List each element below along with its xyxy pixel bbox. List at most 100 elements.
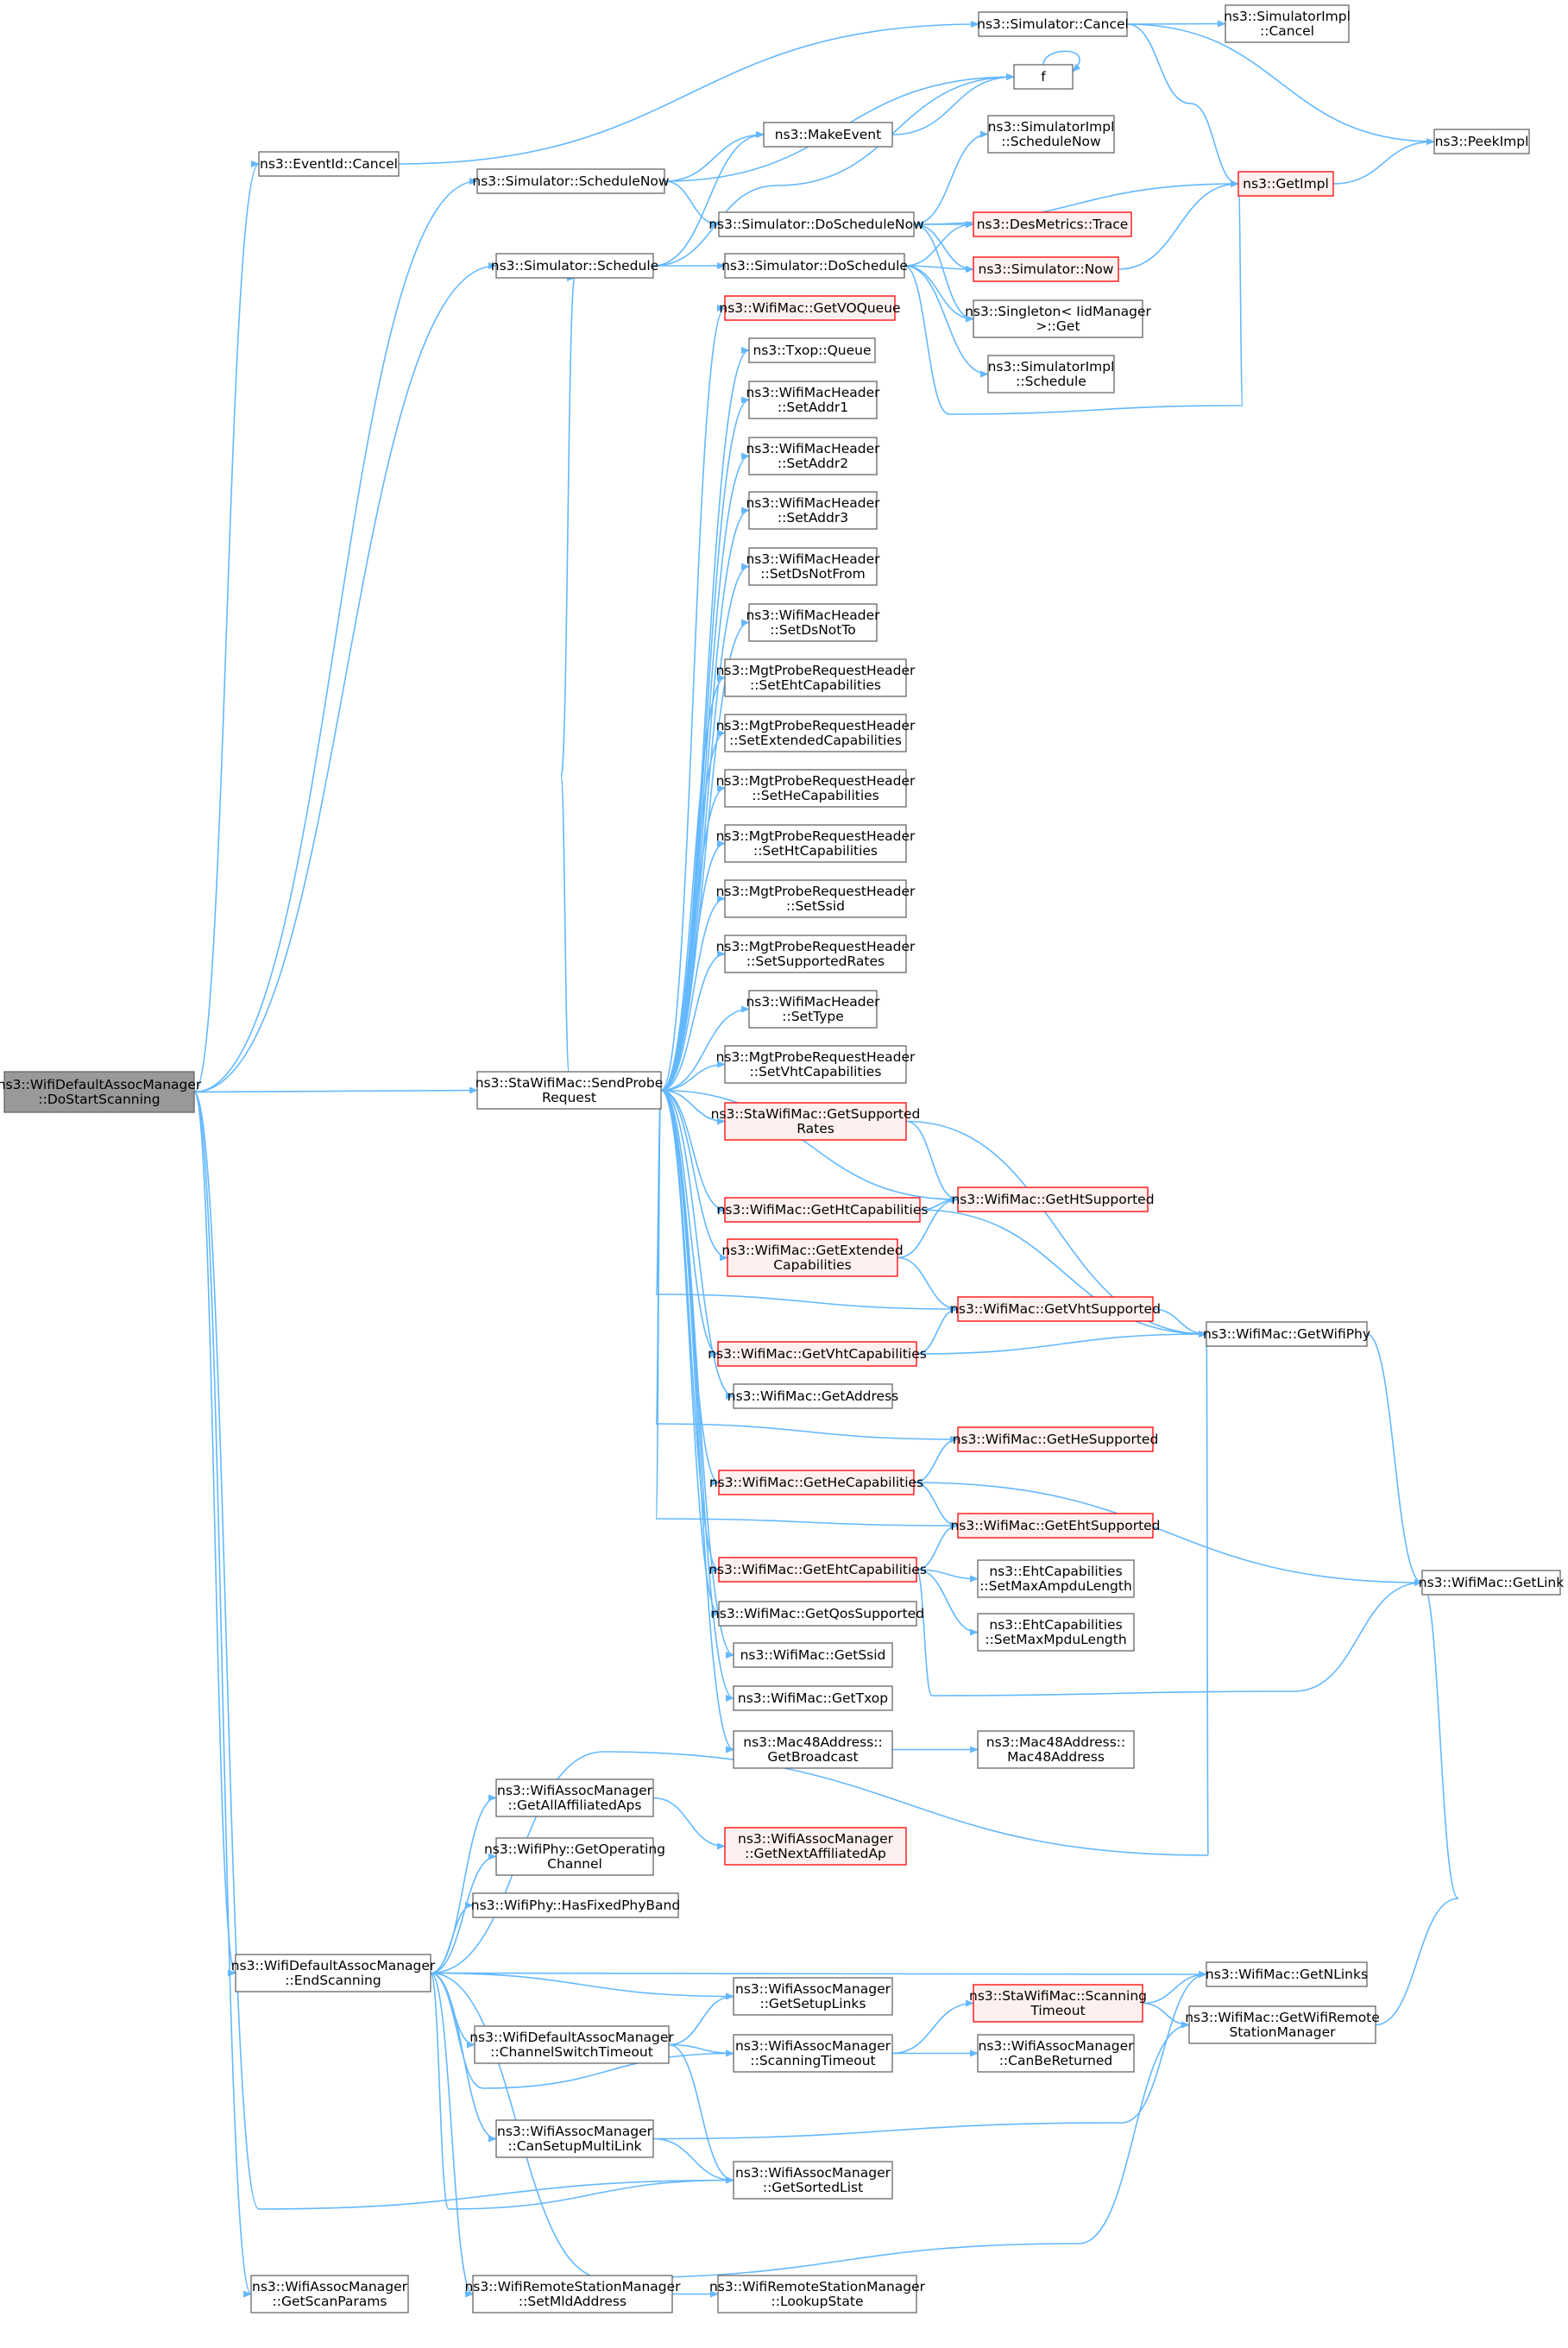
function-node[interactable]: ns3::WifiMac::GetVhtSupported [950,1296,1161,1322]
call-edge-n53-n54 [652,1797,726,1850]
function-node[interactable]: ns3::Txop::Queue [748,337,876,363]
function-node[interactable]: ns3::WifiAssocManager::ScanningTimeout [733,2034,893,2073]
function-node[interactable]: ns3::WifiMac::GetNLinks [1206,1961,1368,1987]
function-node[interactable]: ns3::Mac48Address::Mac48Address [977,1730,1135,1769]
node-box [977,1613,1135,1652]
function-node[interactable]: ns3::Simulator::ScheduleNow [472,168,670,194]
function-node[interactable]: ns3::MgtProbeRequestHeader::SetVhtCapabi… [716,1045,916,1084]
function-node[interactable]: ns3::WifiMac::GetWifiRemoteStationManage… [1185,2005,1380,2044]
function-node[interactable]: ns3::WifiMac::GetTxop [733,1685,893,1711]
function-node[interactable]: ns3::Simulator::DoSchedule [721,253,908,279]
function-node[interactable]: ns3::MakeEvent [763,122,893,148]
call-edge-n57-n58 [430,1970,1207,1978]
function-node[interactable]: ns3::WifiAssocManager::GetSortedList [733,2161,893,2200]
node-label: ns3::WifiMac::GetVhtSupported [950,1301,1161,1317]
function-node[interactable]: ns3::SimulatorImpl::Schedule [987,355,1115,393]
function-node[interactable]: ns3::WifiMac::GetQosSupported [711,1601,924,1627]
function-node[interactable]: ns3::GetImpl [1237,171,1334,197]
function-node[interactable]: ns3::EhtCapabilities::SetMaxAmpduLength [977,1559,1135,1598]
function-node[interactable]: ns3::MgtProbeRequestHeader::SetHeCapabil… [716,769,916,808]
node-label: ns3::WifiMac::GetEhtSupported [950,1518,1160,1533]
function-node[interactable]: ns3::Simulator::Now [973,256,1119,282]
function-node[interactable]: ns3::EhtCapabilities::SetMaxMpduLength [977,1613,1135,1652]
node-label: ns3::WifiDefaultAssocManager [231,1958,436,1973]
node-box [957,1426,1154,1452]
function-node[interactable]: ns3::WifiMacHeader::SetAddr3 [746,491,880,530]
function-node[interactable]: ns3::Singleton< IidManager >::Get [965,299,1152,338]
node-label: ns3::StaWifiMac::Scanning [969,1988,1147,2004]
function-node[interactable]: ns3::WifiAssocManager::GetScanParams [250,2275,409,2313]
node-box [733,2161,893,2200]
node-box [724,295,896,321]
function-node[interactable]: ns3::MgtProbeRequestHeader::SetHtCapabil… [716,824,916,863]
call-edge-n35-n38 [919,1209,1207,1338]
node-box [748,491,878,530]
function-node[interactable]: ns3::DesMetrics::Trace [973,211,1132,237]
function-node[interactable]: ns3::WifiAssocManager::CanBeReturned [977,2034,1135,2073]
function-node[interactable]: ns3::WifiMac::GetEhtSupported [950,1513,1161,1539]
node-label: ns3::MgtProbeRequestHeader [716,939,916,954]
function-node[interactable]: ns3::EventId::Cancel [258,151,400,177]
function-node[interactable]: ns3::WifiRemoteStationManager::LookupSta… [709,2275,926,2313]
function-node[interactable]: ns3::WifiMac::GetHtSupported [951,1187,1155,1212]
function-node[interactable]: ns3::SimulatorImpl::ScheduleNow [987,115,1115,154]
node-label: ns3::MgtProbeRequestHeader [716,884,916,899]
call-edge-n59-n61 [1142,2002,1190,2029]
function-node[interactable]: ns3::StaWifiMac::ScanningTimeout [969,1984,1147,2023]
node-label: ::SetMaxMpduLength [985,1632,1126,1647]
node-label: ns3::Simulator::DoScheduleNow [708,217,924,232]
node-label: ns3::MgtProbeRequestHeader [716,773,916,789]
function-node[interactable]: ns3::WifiMac::GetHtCapabilities [717,1197,929,1223]
call-edge-n57-n68 [430,1972,474,2298]
node-label: ::ScheduleNow [1001,134,1101,149]
function-node[interactable]: ns3::WifiPhy::HasFixedPhyBand [471,1892,680,1918]
function-node[interactable]: ns3::WifiMac::GetSsid [733,1642,893,1668]
function-node[interactable]: ns3::WifiMacHeader::SetDsNotFrom [746,547,880,586]
node-box [977,1730,1135,1769]
function-node[interactable]: ns3::WifiMac::GetAddress [727,1383,898,1409]
function-node[interactable]: ns3::WifiMacHeader::SetDsNotTo [746,603,880,642]
function-node[interactable]: f [1013,64,1074,90]
function-node[interactable]: ns3::WifiMac::GetLink [1419,1570,1564,1596]
call-edge-n32-n12 [560,274,576,1073]
function-node[interactable]: ns3::WifiRemoteStationManager::SetMldAdd… [464,2275,681,2313]
function-node[interactable]: ns3::MgtProbeRequestHeader::SetSupported… [716,935,916,973]
function-node[interactable]: ns3::WifiAssocManager::GetSetupLinks [733,1977,893,2016]
function-node[interactable]: ns3::PeekImpl [1433,129,1530,154]
function-node[interactable]: ns3::WifiAssocManager::CanSetupMultiLink [495,2119,654,2158]
function-node[interactable]: ns3::WifiDefaultAssocManager::EndScannin… [231,1954,436,1992]
function-node[interactable]: ns3::Mac48Address::GetBroadcast [733,1730,893,1769]
function-node[interactable]: ns3::WifiMac::GetVhtCapabilities [708,1341,927,1367]
function-node[interactable]: ns3::MgtProbeRequestHeader::SetSsid [716,879,916,918]
node-label: ns3::WifiAssocManager [497,2124,653,2139]
function-node[interactable]: ns3::MgtProbeRequestHeader::SetEhtCapabi… [716,658,916,697]
function-node[interactable]: ns3::SimulatorImpl::Cancel [1224,4,1351,43]
call-edge-n62-n63 [668,2043,734,2057]
function-node[interactable]: ns3::WifiAssocManager::GetNextAffiliated… [724,1827,907,1866]
function-node[interactable]: ns3::WifiDefaultAssocManager::ChannelSwi… [469,2025,674,2064]
function-node[interactable]: ns3::WifiMacHeader::SetAddr2 [746,437,880,475]
function-node[interactable]: ns3::WifiMac::GetVOQueue [719,295,901,321]
function-node[interactable]: ns3::Simulator::Cancel [977,11,1129,37]
node-box [717,1341,917,1367]
function-node[interactable]: ns3::Simulator::DoScheduleNow [708,211,924,237]
function-node[interactable]: ns3::WifiMacHeader::SetAddr1 [746,381,880,419]
function-node[interactable]: ns3::WifiMac::GetHeSupported [953,1426,1159,1452]
function-node[interactable]: ns3::WifiMac::GetHeCapabilities [709,1470,923,1495]
node-label: ns3::MgtProbeRequestHeader [716,718,916,733]
call-edge-n57-n56 [430,1902,474,1974]
function-node[interactable]: ns3::WifiMac::GetEhtCapabilities [708,1557,927,1583]
node-box [718,1601,917,1627]
function-node[interactable]: ns3::Simulator::Schedule [491,253,658,279]
node-label: ns3::WifiMac::GetEhtCapabilities [708,1562,927,1577]
node-box [733,1383,893,1409]
function-node[interactable]: ns3::WifiAssocManager::GetAllAffiliatedA… [495,1778,654,1817]
function-node[interactable]: ns3::WifiMac::GetWifiPhy [1203,1321,1370,1347]
function-node[interactable]: ns3::WifiMacHeader::SetType [746,990,880,1029]
call-edge-n32-n39 [660,1089,719,1357]
function-node[interactable]: ns3::MgtProbeRequestHeader::SetExtendedC… [716,714,916,752]
